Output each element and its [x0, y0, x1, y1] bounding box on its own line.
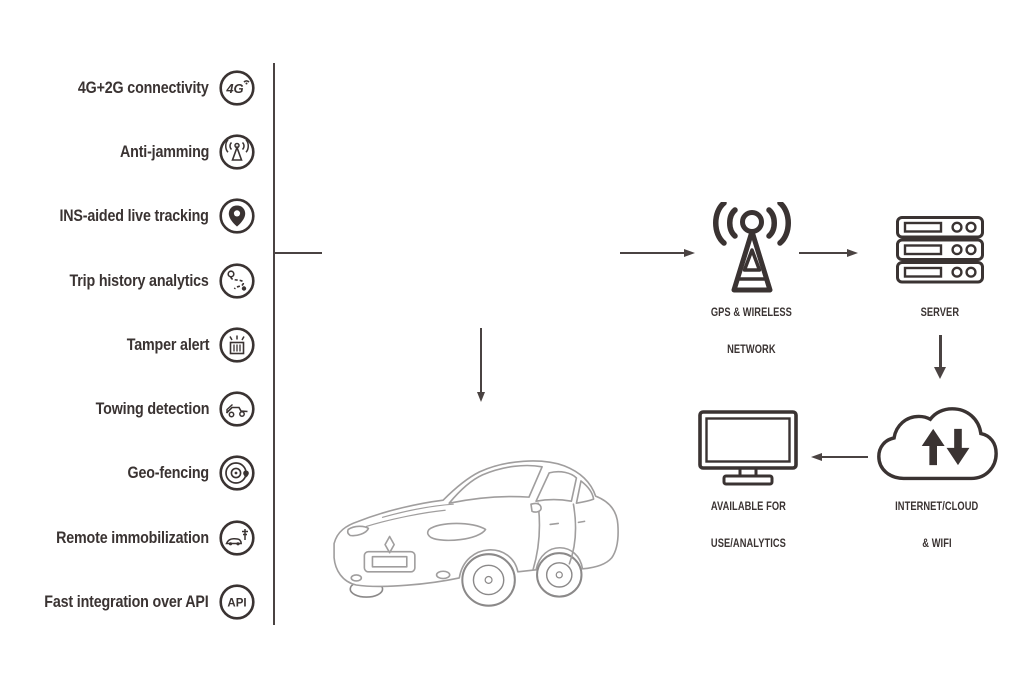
arrow-cloud-to-monitor-head	[811, 453, 822, 461]
arrow-gps-to-server-line	[799, 252, 849, 254]
server-caption-line1: SERVER	[920, 305, 960, 319]
arrow-to-gps-head	[684, 249, 695, 257]
feature-label: Fast integration over API	[44, 592, 209, 611]
feature-row-tamper-alert: Tamper alert	[0, 326, 256, 364]
analytics-caption-line2: USE/ANALYTICS	[710, 536, 786, 551]
internet-caption-line1: INTERNET/CLOUD	[895, 499, 979, 513]
gps-network-caption: GPS & WIRELESS NETWORK	[666, 303, 836, 359]
separator-line	[273, 63, 275, 625]
arrow-to-car-head	[476, 392, 485, 402]
feature-row-remote-immobilization: Remote immobilization	[0, 519, 256, 557]
gps-antenna-icon	[707, 202, 797, 300]
route-history-icon	[218, 262, 256, 300]
analytics-caption: AVAILABLE FOR USE/ANALYTICS	[663, 497, 833, 553]
feature-label: 4G+2G connectivity	[78, 78, 209, 97]
immobilizer-key-icon	[218, 519, 256, 557]
location-pin-icon	[218, 197, 256, 235]
car-illustration	[326, 446, 634, 624]
feature-row-geo-fencing: Geo-fencing	[0, 454, 256, 492]
feature-row-towing-detection: Towing detection	[0, 390, 256, 428]
feature-row-trip-history: Trip history analytics	[0, 262, 256, 300]
arrow-server-to-cloud-head	[933, 367, 946, 379]
arrow-to-gps-line	[620, 252, 686, 254]
feature-row-4g-connectivity: 4G+2G connectivity 4G	[0, 69, 256, 107]
geofence-target-icon	[218, 454, 256, 492]
feature-label: INS-aided live tracking	[59, 206, 209, 225]
tow-truck-icon	[218, 390, 256, 428]
feature-row-live-tracking: INS-aided live tracking	[0, 197, 256, 235]
internet-cloud-icon	[875, 407, 999, 485]
connector-stub	[275, 252, 322, 254]
signal-4g-icon: 4G	[218, 69, 256, 107]
feature-label: Trip history analytics	[69, 271, 209, 290]
arrow-cloud-to-monitor-line	[822, 456, 868, 458]
feature-row-api-integration: Fast integration over API API	[0, 583, 256, 621]
svg-text:4G: 4G	[225, 81, 243, 96]
feature-label: Tamper alert	[126, 335, 209, 354]
feature-label: Towing detection	[95, 399, 209, 418]
internet-caption-line2: & WIFI	[922, 536, 952, 551]
monitor-icon	[698, 410, 798, 488]
tamper-alert-icon	[218, 326, 256, 364]
feature-label: Anti-jamming	[119, 142, 209, 161]
api-icon: API	[218, 583, 256, 621]
internet-cloud-caption: INTERNET/CLOUD & WIFI	[852, 497, 1022, 553]
feature-row-anti-jamming: Anti-jamming	[0, 133, 256, 171]
server-caption: SERVER	[855, 303, 1024, 322]
gps-caption-line1: GPS & WIRELESS	[710, 305, 792, 319]
gps-caption-line2: NETWORK	[726, 342, 776, 357]
anti-jamming-antenna-icon	[218, 133, 256, 171]
svg-text:API: API	[227, 598, 246, 610]
arrow-server-to-cloud-line	[938, 335, 942, 369]
arrow-gps-to-server-head	[847, 249, 858, 257]
server-icon	[896, 216, 984, 284]
feature-label: Remote immobilization	[56, 528, 209, 547]
analytics-caption-line1: AVAILABLE FOR	[710, 499, 786, 513]
arrow-to-car-line	[480, 328, 482, 394]
feature-label: Geo-fencing	[127, 463, 210, 482]
